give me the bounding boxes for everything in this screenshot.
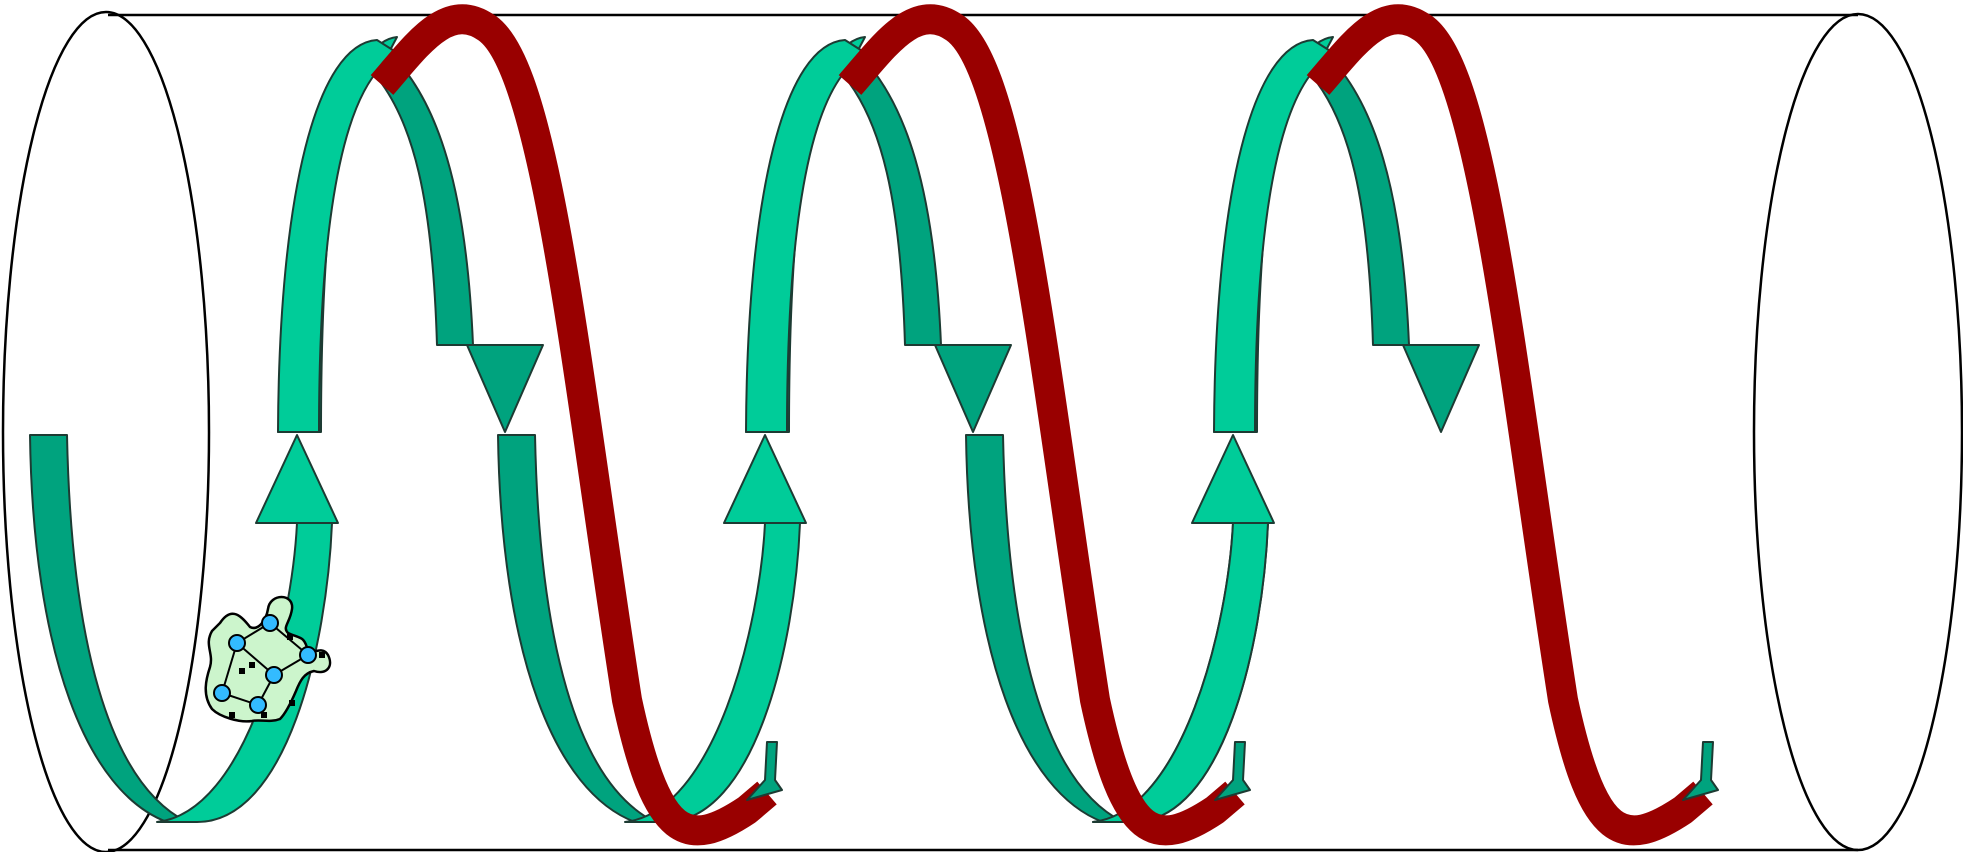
wire-end-cap <box>1214 741 1251 801</box>
wire-end-cap <box>746 741 783 801</box>
molecule-icon <box>204 595 332 723</box>
wire-turn <box>838 4 1245 846</box>
particle-atom <box>261 614 279 632</box>
particle-atom <box>228 634 246 652</box>
particle-atom <box>213 684 231 702</box>
tube-left-end <box>1 10 211 852</box>
ribbon-back-upper-segment <box>830 41 977 346</box>
down-arrow-icon <box>466 344 544 433</box>
down-arrow-icon <box>1402 344 1480 433</box>
particle-atom <box>299 646 317 664</box>
particle-dot <box>261 712 267 718</box>
particle-atom <box>249 696 267 714</box>
particle-dot <box>229 712 235 718</box>
wire-helix <box>370 4 1719 846</box>
up-arrow-icon <box>1191 434 1275 524</box>
ribbon-front-upper-body <box>277 39 400 433</box>
particle-atom <box>265 666 283 684</box>
down-arrow-icon <box>934 344 1012 433</box>
ribbon-front-tail <box>1092 522 1269 823</box>
particle-dot <box>289 700 295 706</box>
ribbon-back-upper-segment <box>362 41 509 346</box>
particle-atoms <box>213 614 325 718</box>
particle-dot <box>319 652 325 658</box>
particle-dot <box>239 668 245 674</box>
ribbon-back-lower-segment <box>29 434 188 823</box>
tube <box>1 10 1963 852</box>
ribbon-back-upper-segment <box>1298 41 1445 346</box>
ribbon-front-upper-body <box>1213 39 1336 433</box>
up-arrow-icon <box>255 434 339 524</box>
up-arrow-icon <box>723 434 807 524</box>
particle-blob <box>204 595 332 723</box>
wire-end-cap <box>1682 741 1719 801</box>
tube-right-end <box>1752 12 1963 852</box>
particle-dot <box>249 662 255 668</box>
particle-dot <box>287 634 293 640</box>
wire-turn <box>1306 4 1713 846</box>
helix-ribbon-back <box>29 41 1480 823</box>
ribbon-front-upper-body <box>745 39 868 433</box>
wire-turn <box>370 4 777 846</box>
helix-ribbon-front <box>156 36 1336 823</box>
